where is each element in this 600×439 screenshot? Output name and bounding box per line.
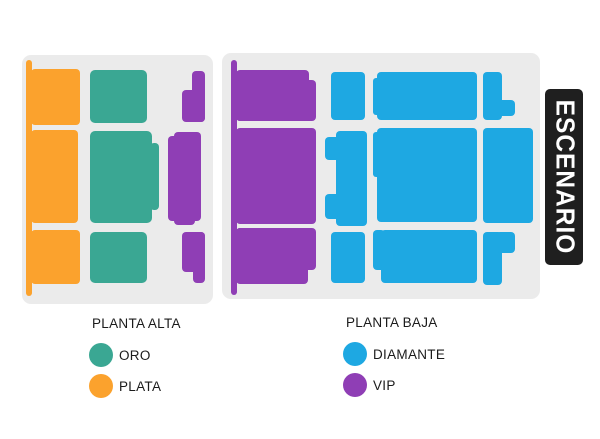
section-vip-baja-block[interactable]	[236, 80, 316, 121]
diamante-swatch-icon	[343, 342, 367, 366]
section-plata-block[interactable]	[31, 230, 80, 284]
legend-planta-alta: PLANTA ALTA ORO PLATA	[89, 316, 181, 405]
section-vip-alta-block[interactable]	[182, 90, 205, 122]
section-vip-alta-block[interactable]	[193, 232, 205, 283]
vip-swatch-icon	[343, 373, 367, 397]
section-diamante-block[interactable]	[496, 100, 515, 116]
section-vip-baja-block[interactable]	[231, 60, 237, 295]
section-diamante-block[interactable]	[373, 132, 381, 177]
legend-item-plata: PLATA	[89, 374, 181, 398]
section-oro-block[interactable]	[150, 143, 159, 210]
section-vip-baja-block[interactable]	[236, 128, 316, 224]
section-plata-block[interactable]	[31, 130, 78, 223]
section-diamante-block[interactable]	[496, 232, 515, 253]
section-oro-block[interactable]	[90, 70, 147, 123]
section-diamante-block[interactable]	[377, 128, 477, 222]
stage-bar: ESCENARIO	[545, 89, 583, 265]
section-diamante-block[interactable]	[377, 72, 477, 120]
section-vip-alta-block[interactable]	[174, 200, 195, 225]
legend-label-diamante: DIAMANTE	[373, 346, 446, 362]
section-vip-baja-block[interactable]	[236, 228, 316, 270]
legend-item-diamante: DIAMANTE	[343, 342, 445, 366]
section-diamante-block[interactable]	[325, 137, 345, 160]
section-diamante-block[interactable]	[373, 230, 385, 270]
section-plata-block[interactable]	[31, 69, 80, 125]
legend-label-oro: ORO	[119, 347, 151, 363]
section-vip-alta-block[interactable]	[174, 132, 201, 152]
legend-label-vip: VIP	[373, 377, 396, 393]
section-diamante-block[interactable]	[381, 230, 477, 283]
stage-label: ESCENARIO	[549, 99, 580, 255]
section-plata-block[interactable]	[26, 60, 32, 296]
section-oro-block[interactable]	[90, 131, 152, 223]
legend-title-planta-baja: PLANTA BAJA	[346, 315, 438, 330]
section-diamante-block[interactable]	[331, 232, 365, 283]
section-diamante-block[interactable]	[483, 128, 533, 223]
legend-item-oro: ORO	[89, 343, 181, 367]
plata-swatch-icon	[89, 374, 113, 398]
section-diamante-block[interactable]	[373, 78, 381, 115]
legend-item-vip: VIP	[343, 373, 445, 397]
section-diamante-block[interactable]	[331, 72, 365, 120]
legend-label-plata: PLATA	[119, 378, 162, 394]
section-diamante-block[interactable]	[325, 194, 345, 219]
section-oro-block[interactable]	[90, 232, 147, 283]
oro-swatch-icon	[89, 343, 113, 367]
legend-title-planta-alta: PLANTA ALTA	[92, 316, 181, 331]
legend-planta-baja: PLANTA BAJA DIAMANTE VIP	[343, 315, 445, 404]
